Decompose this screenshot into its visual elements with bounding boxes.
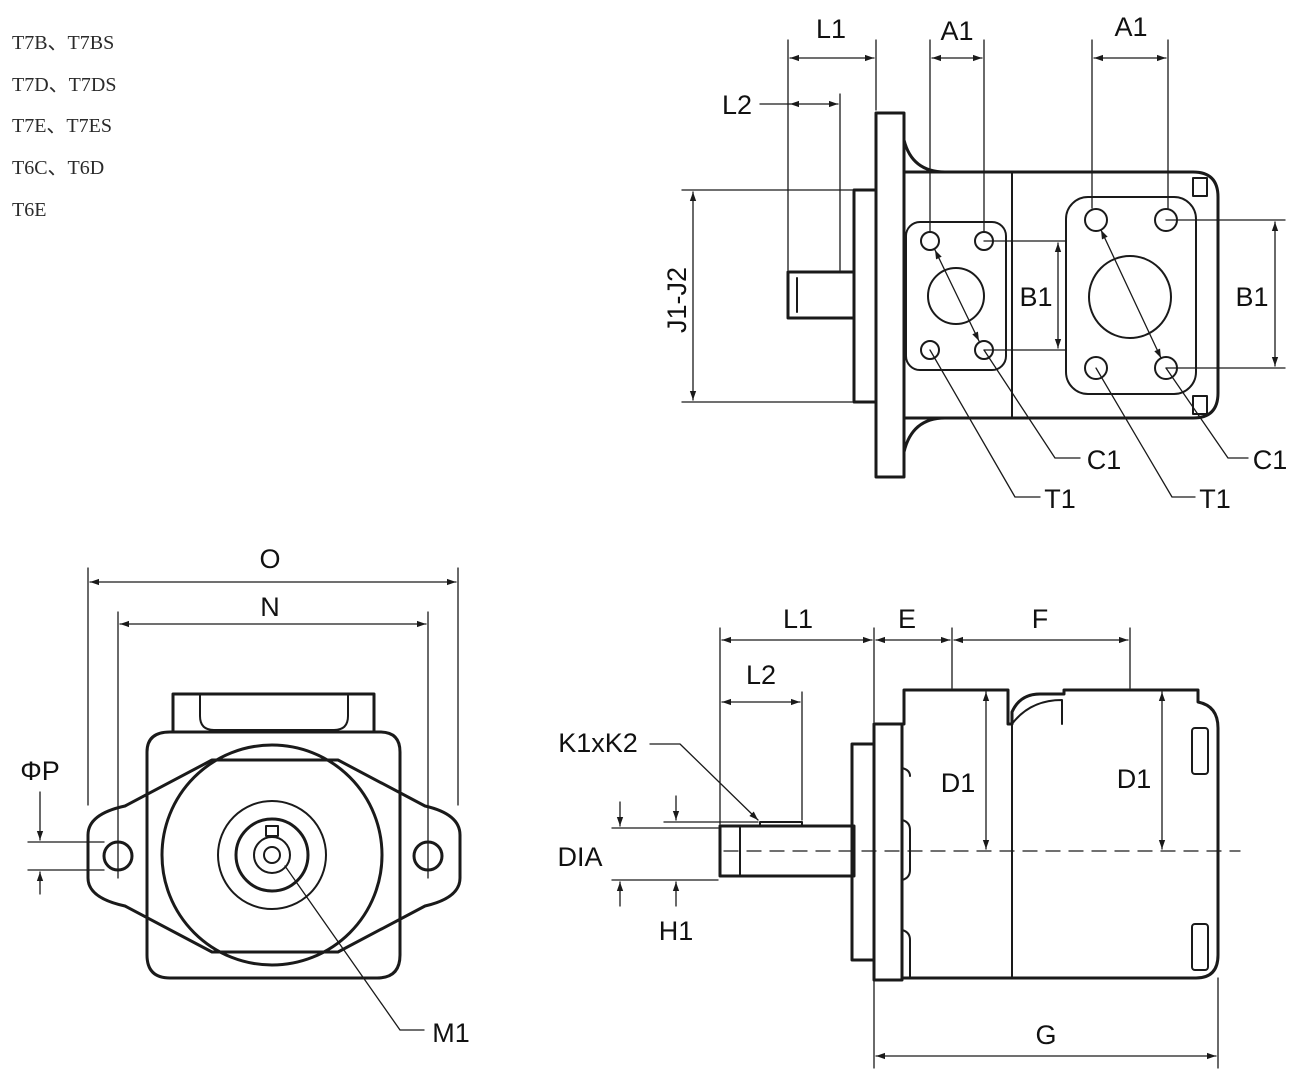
model-item: T6C、T6D <box>12 157 104 179</box>
top-view: L1 A1 A1 L2 J1-J2 B1 B1 C1 C1 T1 T1 <box>662 12 1287 514</box>
dim-label-b1: B1 <box>1019 282 1052 312</box>
dim-label-l1: L1 <box>816 14 846 44</box>
dim-label-m1: M1 <box>432 1018 470 1048</box>
dim-label-phi-p: ΦP <box>20 756 60 786</box>
model-list: T7B、T7BS T7D、T7DS T7E、T7ES T6C、T6D T6E <box>12 32 116 221</box>
shaft-side <box>718 824 856 878</box>
dim-label-l1: L1 <box>783 604 813 634</box>
dim-label-h1: H1 <box>659 916 694 946</box>
mounting-flange <box>874 111 906 479</box>
dim-label-c1: C1 <box>1087 445 1122 475</box>
dim-label-t1: T1 <box>1044 484 1076 514</box>
dim-label-n: N <box>260 592 280 622</box>
model-item: T7D、T7DS <box>12 74 116 96</box>
dim-label-d1: D1 <box>941 768 976 798</box>
dim-label-t1: T1 <box>1199 484 1231 514</box>
dim-label-f: F <box>1032 604 1049 634</box>
dim-label-a1: A1 <box>940 16 973 46</box>
dim-label-o: O <box>259 544 280 574</box>
front-view: O N ΦP M1 <box>20 544 470 1048</box>
port-pad-left <box>905 221 1007 371</box>
dim-label-g: G <box>1035 1020 1056 1050</box>
dim-label-j1-j2: J1-J2 <box>662 267 692 333</box>
dim-label-dia: DIA <box>557 842 602 872</box>
dim-label-a1: A1 <box>1114 12 1147 42</box>
dim-label-d1: D1 <box>1117 764 1152 794</box>
body-outline <box>145 730 402 980</box>
dim-label-k1xk2: K1xK2 <box>558 728 638 758</box>
pilot-circle <box>160 743 384 967</box>
model-item: T7E、T7ES <box>12 115 112 137</box>
top-boss <box>171 692 376 734</box>
port-pad-right <box>1065 196 1197 395</box>
dim-label-l2: L2 <box>746 660 776 690</box>
shaft-key <box>759 821 803 827</box>
pump-body <box>902 170 1220 420</box>
pilot <box>852 188 878 404</box>
side-view: L1 E F L2 K1xK2 DIA H1 D1 D1 G <box>557 604 1241 1069</box>
body-side <box>900 688 1220 980</box>
mounting-flange-front <box>86 758 462 954</box>
flange-side <box>872 722 904 982</box>
dim-label-c1: C1 <box>1253 445 1288 475</box>
dim-label-l2: L2 <box>722 90 752 120</box>
dim-label-e: E <box>898 604 916 634</box>
dim-label-b1: B1 <box>1235 282 1268 312</box>
model-item: T7B、T7BS <box>12 32 114 54</box>
model-item: T6E <box>12 199 46 221</box>
